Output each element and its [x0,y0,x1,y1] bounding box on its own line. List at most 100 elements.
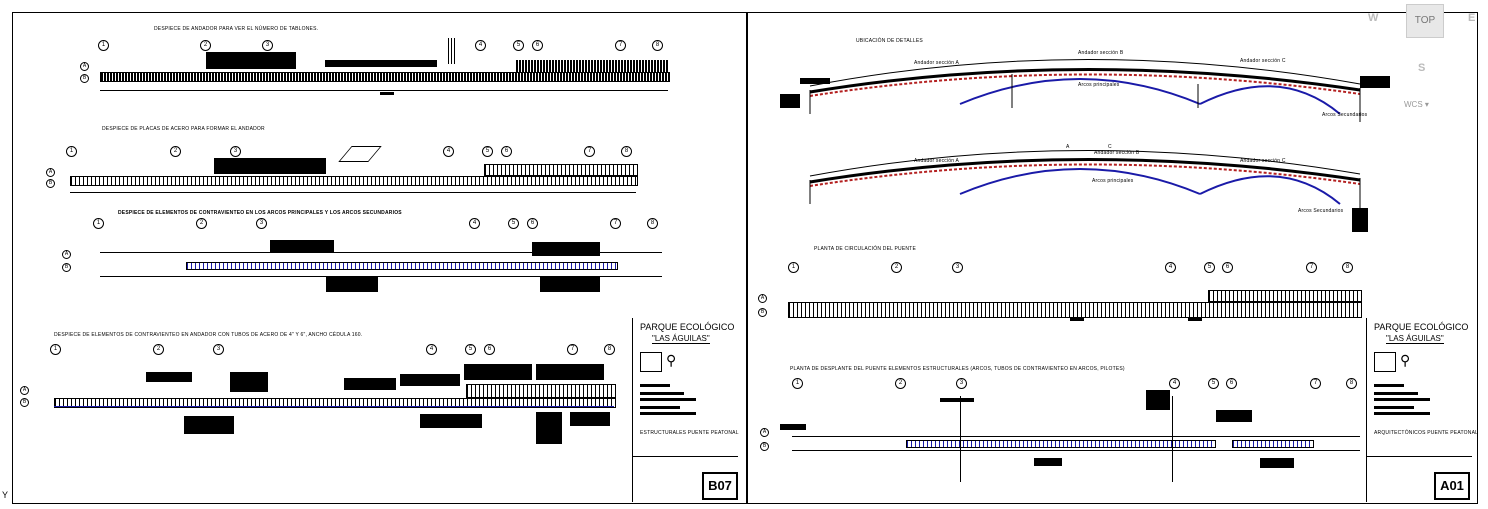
label-arcos-principales: Arcos principales [1078,82,1120,88]
section-title-foundation: PLANTA DE DESPLANTE DEL PUENTE ELEMENTOS… [790,366,1125,372]
note-block [344,378,396,390]
chevron-down-icon: ▾ [1424,100,1429,109]
note-block [1070,318,1084,321]
axis-2: 2 [153,344,164,355]
section-title-1: DESPIECE DE ANDADOR PARA VER EL NÚMERO D… [154,26,319,32]
axis-4: 4 [1165,262,1176,273]
viewcube-east[interactable]: E [1468,12,1476,24]
note-block [1216,410,1252,422]
viewcube-top-button[interactable]: TOP [1406,4,1444,38]
walkway-plan-upper [1208,290,1362,302]
note-block [536,364,604,380]
section-title-2: DESPIECE DE PLACAS DE ACERO PARA FORMAR … [102,126,265,132]
note-block [1374,384,1404,387]
axis-6: 6 [527,218,538,229]
ucs-icon: Y [2,490,9,500]
note-block [1360,76,1390,88]
axis-2: 2 [196,218,207,229]
row-a: A [62,250,71,259]
dim-line [70,192,636,193]
axis-6: 6 [501,146,512,157]
row-b: B [760,442,769,451]
note-block [1034,458,1062,466]
note-block [146,372,192,382]
axis-5: 5 [482,146,493,157]
bridge-elevation [809,59,1361,214]
pile-line [1172,396,1173,482]
dim-line [100,90,668,91]
note-block [640,412,696,415]
note-block [540,276,600,292]
axis-6: 6 [1222,262,1233,273]
north-arrow-icon: ⚲ [666,352,677,368]
sheet-code: A01 [1434,472,1470,500]
viewcube-south[interactable]: S [1418,62,1426,74]
steel-plates-upper [484,164,638,176]
label-andador-b: Andador sección B [1078,50,1124,56]
row-b: B [758,308,767,317]
axis-8: 8 [647,218,658,229]
note-block [570,412,610,426]
park-name: PARQUE ECOLÓGICO [1374,322,1469,332]
note-block [1146,390,1170,410]
axis-8: 8 [652,40,663,51]
park-subname: "LAS ÁGUILAS" [652,334,710,344]
axis-5: 5 [513,40,524,51]
section-title-4: DESPIECE DE ELEMENTOS DE CONTRAVIENTEO E… [54,332,363,338]
bracing-elements [186,262,618,270]
row-b: B [20,398,29,407]
axis-3: 3 [213,344,224,355]
note-block [464,364,532,380]
axis-4: 4 [1169,378,1180,389]
axis-1: 1 [98,40,109,51]
note-block [780,94,800,108]
discipline-label: ARQUITECTÓNICOS PUENTE PEATONAL [1374,430,1479,436]
axis-3: 3 [956,378,967,389]
arch-plan-secondary [1232,440,1314,448]
note-block [532,242,600,256]
row-a: A [46,168,55,177]
wcs-label: WCS [1404,100,1423,109]
axis-7: 7 [610,218,621,229]
note-block [536,412,562,444]
axis-7: 7 [1306,262,1317,273]
discipline-label: ESTRUCTURALES PUENTE PEATONAL [640,430,739,436]
walkway-planks [100,72,670,82]
logo [640,352,662,372]
row-a: A [20,386,29,395]
axis-8: 8 [1342,262,1353,273]
viewcube-west[interactable]: W [1368,12,1379,24]
axis-3: 3 [262,40,273,51]
label-arcos-principales-2: Arcos principales [1092,178,1134,184]
park-subname: "LAS ÁGUILAS" [1386,334,1444,344]
note-block [1374,412,1430,415]
row-a: A [760,428,769,437]
note-block [516,60,668,72]
note-block [640,406,680,409]
axis-6: 6 [484,344,495,355]
axis-4: 4 [426,344,437,355]
label-andador-a: Andador sección A [914,60,960,66]
pile-line [960,396,961,482]
note-block [214,158,326,174]
wcs-menu[interactable]: WCS ▾ [1404,100,1429,109]
right-sheet [746,12,1478,504]
axis-6: 6 [532,40,543,51]
sheet-code: B07 [702,472,738,500]
frame-line [100,252,662,253]
bracing-tubes-upper [466,384,616,398]
title-block-divider [1366,456,1472,457]
axis-1: 1 [50,344,61,355]
walkway-plan [788,302,1362,318]
note-block [1260,458,1294,468]
note-block [1374,398,1430,401]
axis-8: 8 [621,146,632,157]
frame-line [792,450,1360,451]
note-block [420,414,482,428]
axis-2: 2 [170,146,181,157]
axis-1: 1 [792,378,803,389]
axis-3: 3 [230,146,241,157]
steel-plates [70,176,638,186]
note-block [448,38,456,64]
axis-3: 3 [256,218,267,229]
